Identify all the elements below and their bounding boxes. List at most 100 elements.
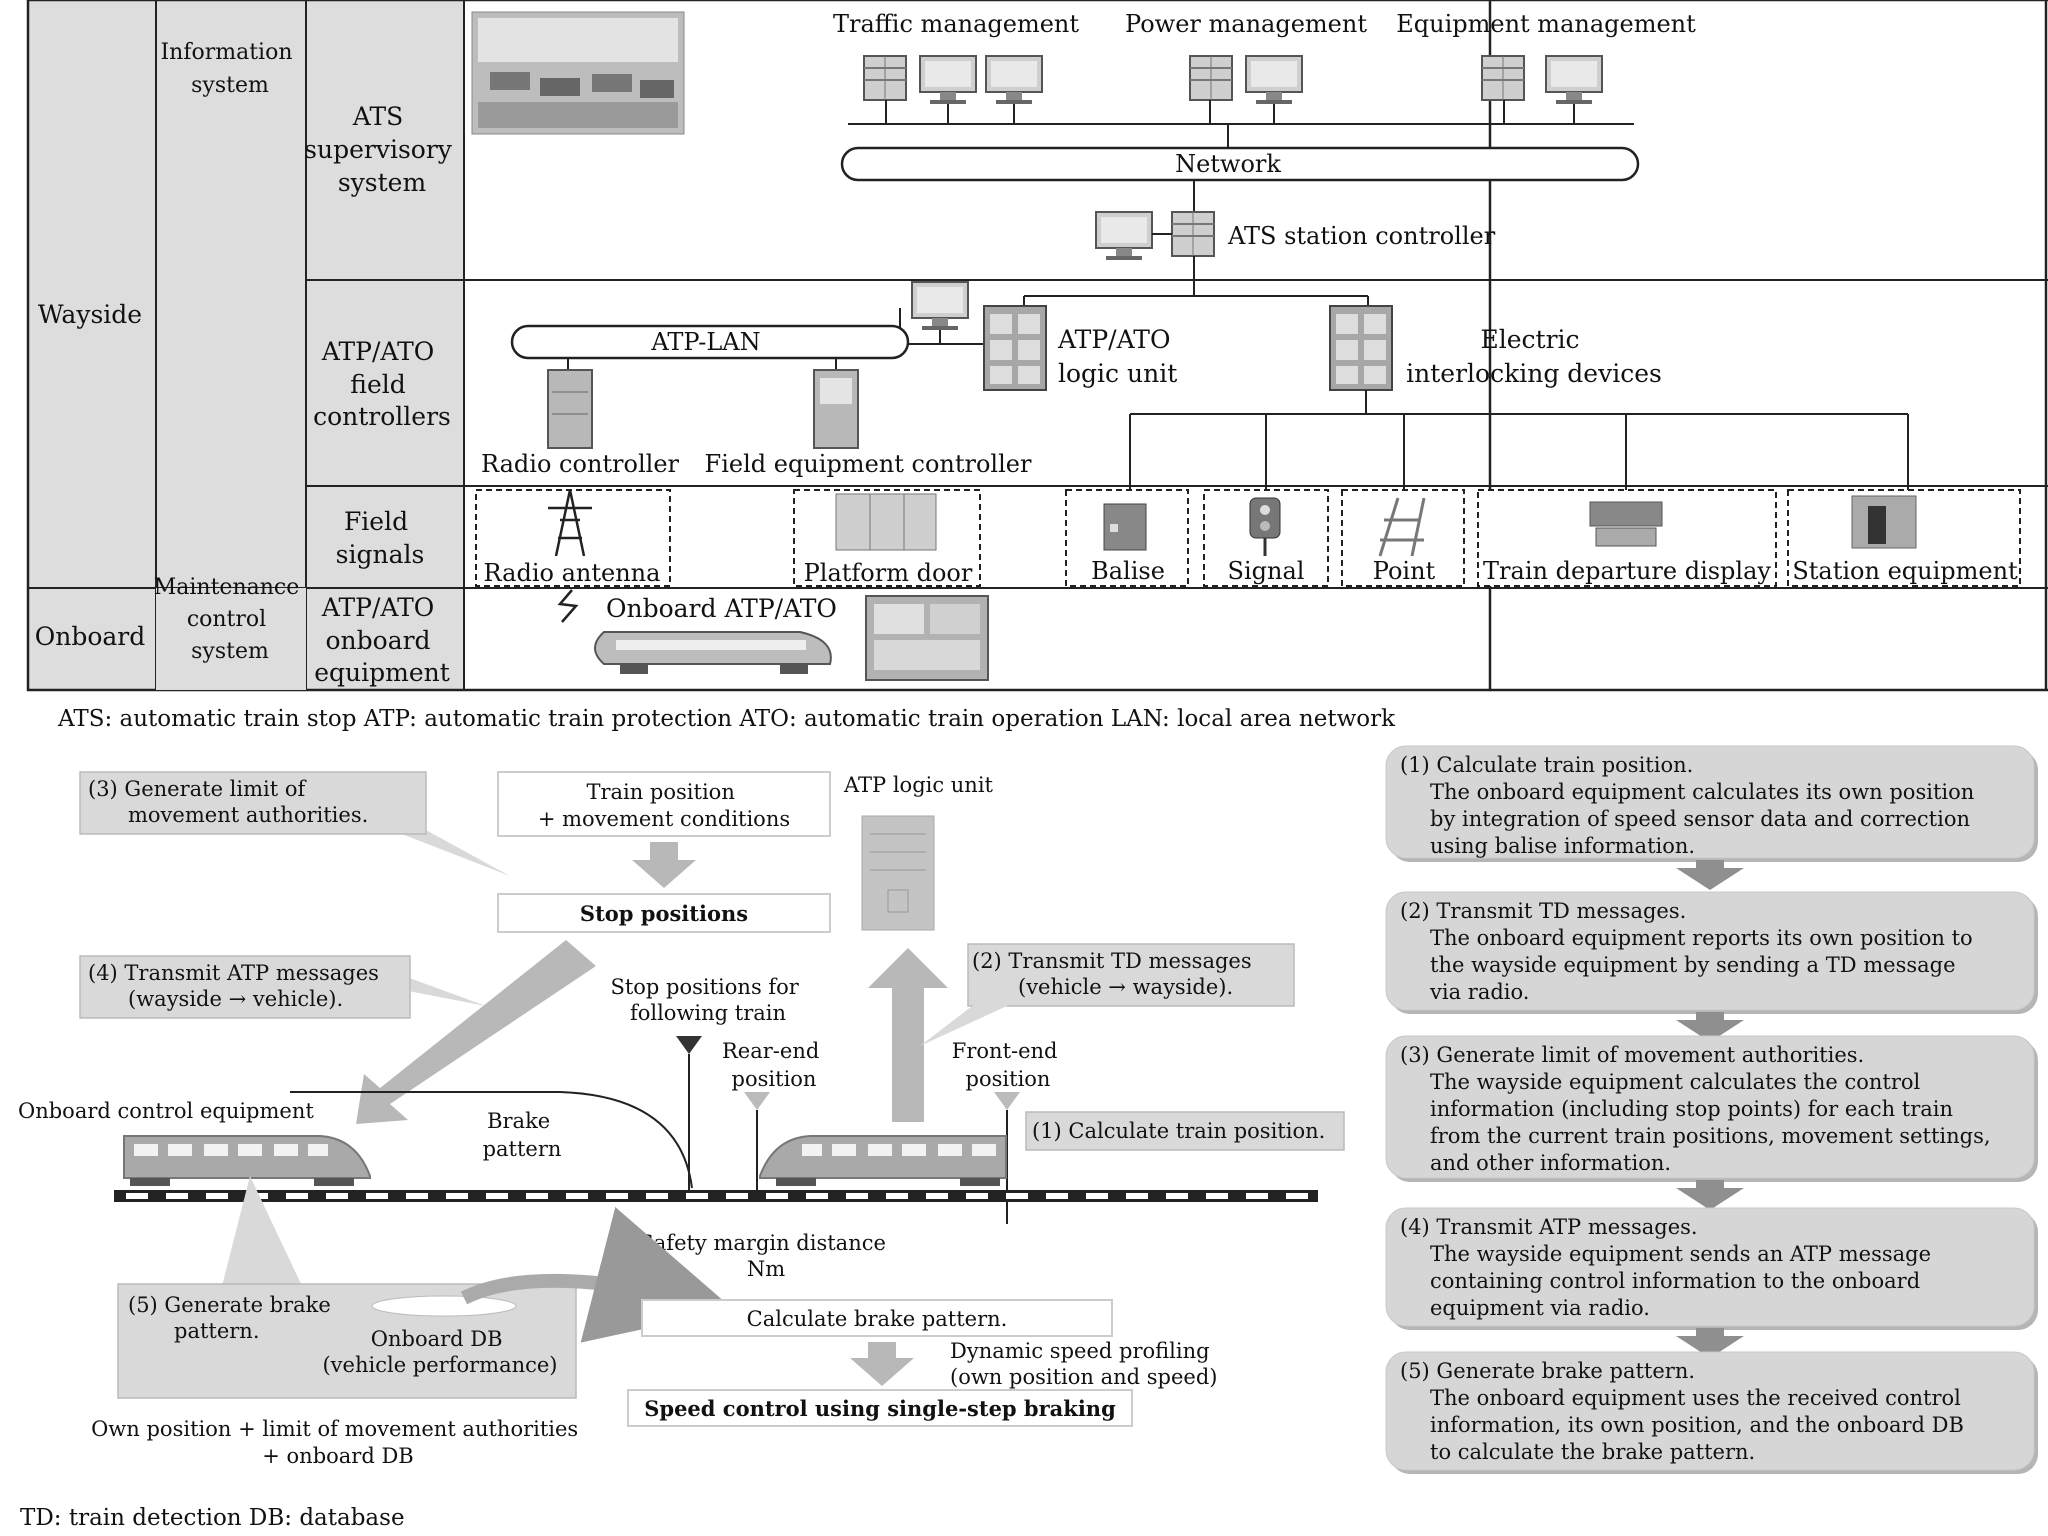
stop-positions-following-label: Stop positions for following train [610, 975, 805, 1025]
onboard-train-icon [594, 631, 832, 674]
step-line: The onboard equipment uses the received … [1430, 1386, 1961, 1410]
platform-door-icon [835, 493, 937, 551]
wayside-label: Wayside [38, 300, 142, 329]
traffic-management-label: Traffic management [833, 10, 1079, 38]
rear-end-marker [744, 1092, 770, 1110]
control-room-photo [471, 11, 685, 135]
ats-station-server-icon [1171, 211, 1215, 257]
onboard-control-equipment-label: Onboard control equipment [18, 1099, 314, 1123]
system-architecture-panel: Wayside Onboard Information system Maint… [26, 0, 2048, 692]
step-line: information (including stop points) for … [1430, 1097, 1953, 1121]
signal-label: Signal [1228, 557, 1305, 585]
electric-interlocking-label: Electric interlocking devices [1406, 325, 1662, 388]
step-line: from the current train positions, moveme… [1430, 1124, 1991, 1148]
callout-transmit-td-text: (2) Transmit TD messages (vehicle → ways… [972, 949, 1258, 999]
balise-label: Balise [1091, 557, 1165, 585]
own-position-label: Own position + limit of movement authori… [91, 1417, 585, 1468]
callout-generate-brake-text: (5) Generate brake pattern. [128, 1293, 338, 1343]
atp-lan-bus [510, 324, 910, 360]
atp-process-diagram: (3) Generate limit of movement authoriti… [18, 771, 1345, 1468]
step-line: The onboard equipment calculates its own… [1430, 780, 1974, 804]
step-title-5: (5) Generate brake pattern. [1400, 1359, 1695, 1383]
brake-pattern-label: Brake pattern [483, 1109, 562, 1161]
step-line: information, its own position, and the o… [1430, 1413, 1964, 1437]
step-text-5: (5) Generate brake pattern. The onboard e… [1400, 1359, 1964, 1464]
atp-logic-unit-server-icon [861, 815, 935, 931]
callout-transmit-atp [79, 955, 411, 1019]
atp-ato-onboard-equipment-label: ATP/ATO onboard equipment [314, 593, 450, 687]
step-title-2: (2) Transmit TD messages. [1400, 899, 1686, 923]
callout-calc-position-text: (1) Calculate train position. [1032, 1119, 1325, 1143]
onboard-db-label: Onboard DB (vehicle performance) [322, 1327, 557, 1377]
step-line: containing control information to the on… [1430, 1269, 1920, 1293]
atp-ato-logic-unit-label: ATP/ATO logic unit [1057, 325, 1178, 388]
ats-supervisory-system-label: ATS supervisory system [304, 102, 460, 197]
point-icon [1378, 497, 1426, 557]
speed-control-label: Speed control using single-step braking [644, 1396, 1116, 1421]
step-arrow-4 [1676, 1328, 1744, 1358]
point-box [1341, 489, 1465, 587]
step-text-1: (1) Calculate train position. The onboard… [1400, 753, 1974, 858]
train-departure-display-icon [1589, 501, 1663, 547]
field-signals-label: Field signals [336, 507, 425, 569]
step-text-2: (2) Transmit TD messages. The onboard equ… [1400, 899, 1973, 1004]
train-departure-display-label: Train departure display [1483, 557, 1771, 585]
step-line: The wayside equipment calculates the con… [1430, 1070, 1921, 1094]
step-line: and other information. [1430, 1151, 1671, 1175]
step-arrow-2 [1676, 1012, 1744, 1042]
atp-ato-logic-unit-icon [983, 305, 1047, 391]
dynamic-speed-label: Dynamic speed profiling (own position an… [950, 1339, 1217, 1389]
callout-transmit-atp-text: (4) Transmit ATP messages (wayside → veh… [88, 961, 386, 1011]
onboard-db-icon [371, 1295, 517, 1317]
train-position-box [497, 771, 831, 837]
step-line: equipment via radio. [1430, 1296, 1650, 1320]
onboard-atp-ato-label: Onboard ATP/ATO [606, 594, 837, 623]
electric-interlocking-icon [1329, 305, 1393, 391]
field-equipment-controller-icon [813, 369, 859, 449]
calc-brake-label: Calculate brake pattern. [747, 1307, 1008, 1331]
abbreviations-top: ATS: automatic train stop ATP: automatic… [57, 706, 1396, 732]
step-box-3 [1385, 1035, 2035, 1179]
down-arrow-speed-control [850, 1342, 914, 1386]
td-message-arrow [868, 948, 948, 1122]
step-title-1: (1) Calculate train position. [1400, 753, 1693, 777]
radio-antenna-icon [548, 489, 592, 557]
step-line: The onboard equipment reports its own po… [1430, 926, 1973, 950]
stop-position-marker [676, 1036, 702, 1054]
platform-door-label: Platform door [804, 559, 973, 587]
radio-controller-label: Radio controller [481, 450, 680, 478]
following-train-icon [123, 1135, 371, 1187]
management-bus [848, 100, 1634, 148]
interlocking-distribution [1129, 390, 1909, 490]
point-label: Point [1373, 557, 1436, 585]
step-arrow-3 [1676, 1180, 1744, 1210]
atp-message-arrow [356, 940, 596, 1124]
stop-positions-label: Stop positions [580, 901, 748, 926]
speed-control-box [627, 1389, 1133, 1427]
brake-pattern-curve [290, 1091, 693, 1189]
front-end-label: Front-end position [952, 1039, 1064, 1091]
step-line: the wayside equipment by sending a TD me… [1430, 953, 1956, 977]
step-box-1 [1385, 745, 2035, 859]
step-line: using balise information. [1430, 834, 1695, 858]
station-equipment-icon [1851, 495, 1917, 549]
field-equipment-controller-label: Field equipment controller [705, 450, 1032, 478]
signal-icon [1249, 497, 1281, 556]
architecture-frame [26, 0, 1492, 692]
db-to-brake-arrow [460, 1206, 734, 1343]
step-text-4: (4) Transmit ATP messages.The wayside eq… [1400, 1215, 1931, 1320]
radio-link-icon [557, 589, 579, 623]
station-equipment-label: Station equipment [1792, 557, 2018, 585]
category-column [28, 0, 306, 690]
network-label: Network [1175, 150, 1281, 178]
atp-logic-unit-label: ATP logic unit [843, 773, 994, 797]
row-label-column [306, 0, 464, 690]
callout-generate-limit-text: (3) Generate limit of movement authoriti… [88, 777, 368, 827]
step-box-5 [1385, 1351, 2035, 1471]
onboard-label: Onboard [35, 622, 146, 651]
front-end-marker [994, 1092, 1020, 1110]
callout-transmit-td [967, 943, 1295, 1007]
step-box-2 [1385, 891, 2035, 1011]
rear-end-label: Rear-end position [722, 1039, 826, 1091]
